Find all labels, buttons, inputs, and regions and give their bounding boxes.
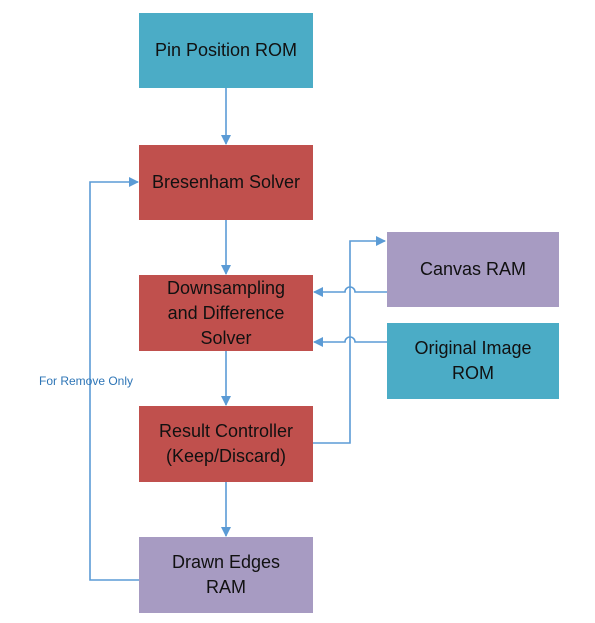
original-image-rom-box: Original Image ROM (387, 323, 559, 399)
arrow-result-to-canvas (313, 236, 386, 444)
canvas-ram-box: Canvas RAM (387, 232, 559, 307)
pin-position-rom-box: Pin Position ROM (139, 13, 313, 88)
arrow-drawn-edges-to-bresenham (89, 177, 139, 581)
bresenham-solver-box: Bresenham Solver (139, 145, 313, 220)
downsampling-difference-solver-box: Downsampling and Difference Solver (139, 275, 313, 351)
for-remove-only-label: For Remove Only (39, 374, 134, 388)
result-controller-box: Result Controller (Keep/Discard) (139, 406, 313, 482)
drawn-edges-ram-box: Drawn Edges RAM (139, 537, 313, 613)
